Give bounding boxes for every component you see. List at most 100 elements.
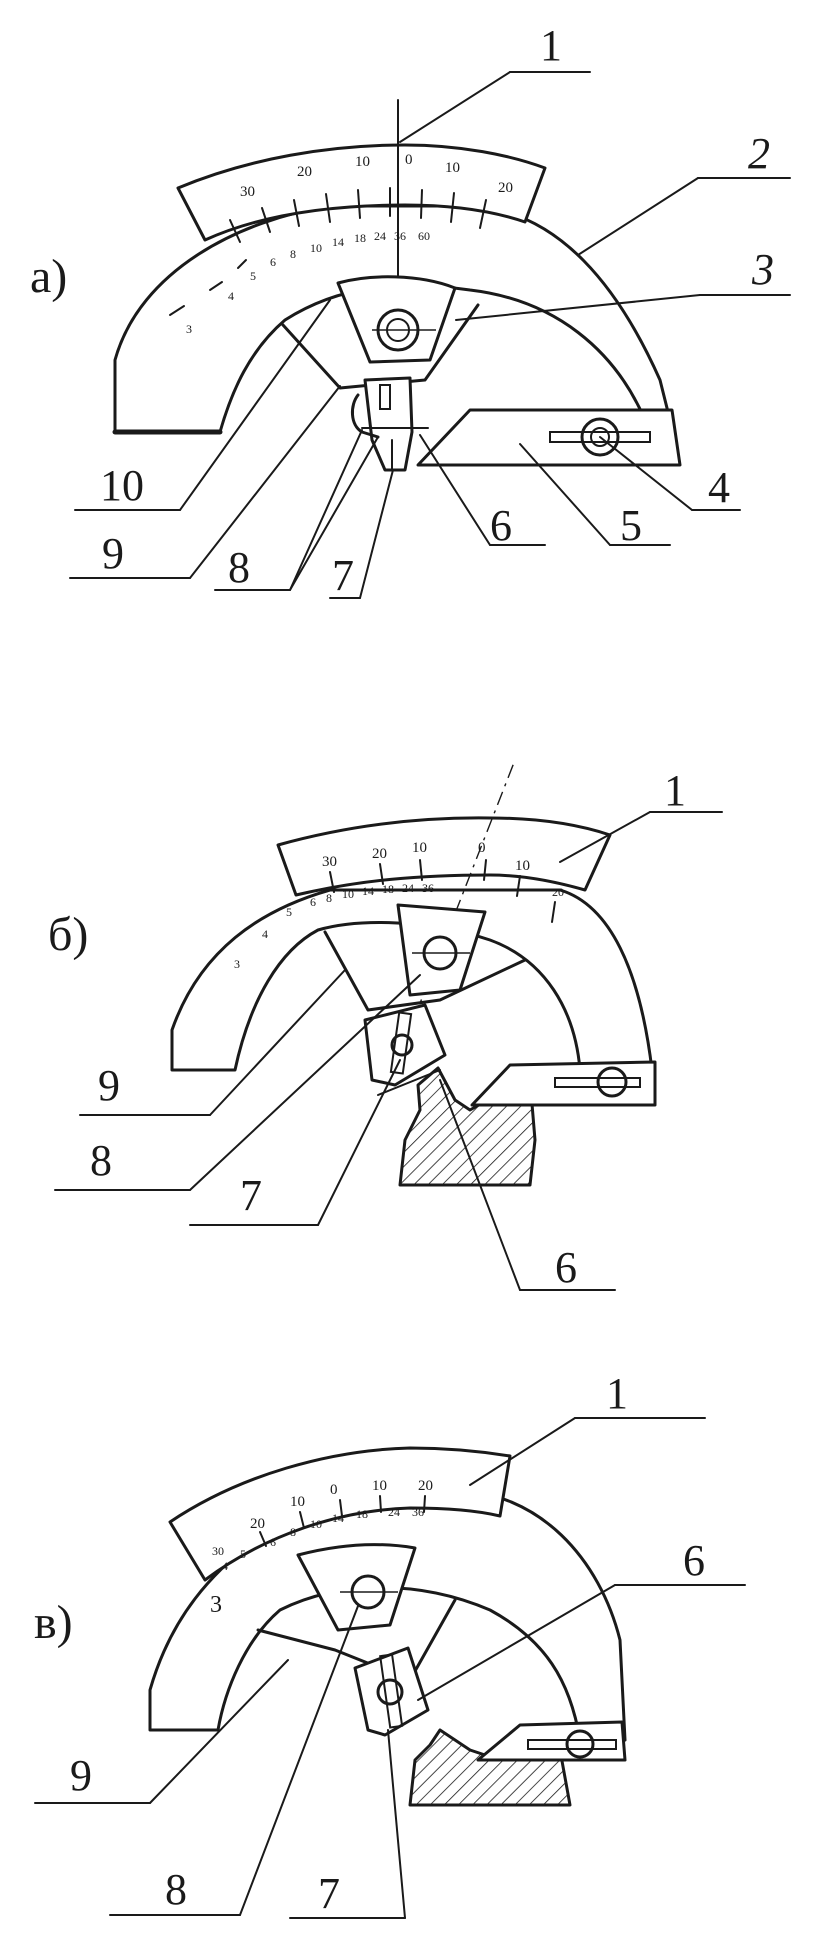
vernier-scale — [168, 1446, 512, 1582]
part-label: 1 — [540, 21, 562, 70]
tick-label: 30 — [212, 1544, 224, 1558]
tick-label: 8 — [290, 1525, 296, 1539]
main-scale-labels: 3 4 5 6 8 10 14 18 24 36 — [234, 881, 434, 971]
tick-label: 20 — [297, 164, 312, 180]
tick-label: 24 — [388, 1505, 400, 1519]
square-holder — [363, 376, 414, 472]
tick-label: 20 — [498, 180, 513, 196]
part-label: 2 — [748, 129, 770, 178]
part-label: 8 — [165, 1865, 187, 1914]
tick-label: 10 — [412, 840, 427, 856]
sector-body — [113, 204, 672, 434]
part-label: 9 — [70, 1751, 92, 1800]
tick-label: 20 — [250, 1516, 265, 1532]
tick-label: 10 — [372, 1478, 387, 1494]
part-label: 1 — [606, 1369, 628, 1418]
vernier-ticks — [229, 187, 487, 243]
tick-label: 4 — [222, 1559, 228, 1573]
tick-label: 36 — [394, 229, 406, 243]
clamp-block — [396, 903, 487, 997]
part-label: 6 — [683, 1536, 705, 1585]
leader-lines — [69, 71, 791, 599]
part-label: 3 — [210, 1592, 222, 1618]
tick-label: 5 — [240, 1547, 246, 1561]
sector-body — [170, 888, 654, 1072]
tick-label: 4 — [228, 289, 234, 303]
part-label: 7 — [240, 1171, 262, 1220]
tick-label: 0 — [405, 152, 413, 168]
tick-label: 30 — [322, 854, 337, 870]
ruler — [470, 1060, 657, 1107]
tick-label: 24 — [402, 881, 414, 895]
holder-screw-icon — [390, 1033, 414, 1057]
tick-label: 6 — [310, 895, 316, 909]
part-labels-b: 1 9 8 7 6 — [90, 766, 686, 1292]
tick-label: 14 — [332, 235, 344, 249]
part-label: 6 — [555, 1243, 577, 1292]
tick-label: 10 — [310, 1517, 322, 1531]
holder-screw-icon — [376, 1678, 404, 1706]
tick-label: 36 — [412, 1505, 424, 1519]
part-labels-a: 1 2 3 4 5 6 7 8 9 10 — [100, 21, 774, 600]
tick-label: 8 — [326, 891, 332, 905]
tick-label: 6 — [270, 1535, 276, 1549]
tick-label: 24 — [374, 229, 386, 243]
leader-lines — [34, 1417, 746, 1919]
tick-label: 20 — [418, 1478, 433, 1494]
tick-label: 10 — [290, 1494, 305, 1510]
part-label: 9 — [102, 529, 124, 578]
vernier-ticks — [259, 1495, 426, 1547]
axis-line — [391, 759, 516, 1076]
tick-label: 10 — [445, 160, 460, 176]
main-scale-ticks — [169, 259, 247, 316]
tick-label: 20 — [552, 885, 564, 899]
part-label: 8 — [90, 1136, 112, 1185]
vernier-scale — [176, 143, 547, 242]
tick-label: 10 — [515, 858, 530, 874]
inner-segment — [323, 930, 527, 1012]
part-label: 3 — [751, 245, 774, 294]
part-label: 10 — [100, 461, 144, 510]
tick-label: 18 — [382, 882, 394, 896]
part-label: 1 — [664, 766, 686, 815]
square-holder — [353, 1646, 430, 1737]
part-label: 4 — [708, 463, 730, 512]
tick-label: 5 — [250, 269, 256, 283]
view-c: в) 30 20 10 0 10 20 4 5 6 8 10 14 18 24 … — [34, 1369, 746, 1919]
tick-label: 10 — [310, 241, 322, 255]
tick-label: 4 — [262, 927, 268, 941]
tick-label: 18 — [354, 231, 366, 245]
view-a: а) 30 20 10 0 10 20 3 — [30, 21, 791, 600]
panel-label-c: в) — [34, 1596, 73, 1649]
part-labels-c: 1 6 3 9 8 7 — [70, 1369, 705, 1918]
tick-label: 3 — [234, 957, 240, 971]
main-scale-labels: 3 4 5 6 8 10 14 18 24 36 60 — [186, 229, 430, 336]
ruler-screw-icon — [580, 417, 620, 457]
tick-label: 60 — [418, 229, 430, 243]
tick-label: 0 — [330, 1482, 338, 1498]
main-scale-labels: 4 5 6 8 10 14 18 24 36 — [222, 1505, 424, 1573]
panel-label-b: б) — [48, 908, 88, 961]
vernier-ticks — [329, 859, 556, 923]
tick-label: 14 — [362, 884, 374, 898]
panel-label-a: а) — [30, 250, 67, 303]
tick-label: 8 — [290, 247, 296, 261]
clamp-block — [296, 1543, 417, 1632]
vernier-upper-labels: 30 20 10 0 10 20 — [322, 840, 564, 899]
view-b: б) 30 20 10 0 10 20 3 4 5 6 8 10 14 — [48, 759, 723, 1292]
part-label: 5 — [620, 501, 642, 550]
vernier-upper-labels: 30 20 10 0 10 20 — [240, 152, 513, 200]
tick-label: 18 — [356, 1507, 368, 1521]
square-holder — [363, 1003, 447, 1087]
tick-label: 5 — [286, 905, 292, 919]
tick-label: 36 — [422, 881, 434, 895]
tick-label: 20 — [372, 846, 387, 862]
ruler-screw-icon — [596, 1066, 628, 1098]
vernier-upper-labels: 30 20 10 0 10 20 — [212, 1478, 433, 1558]
ruler-screw-icon — [565, 1729, 595, 1759]
part-label: 7 — [318, 1869, 340, 1918]
tick-label: 10 — [342, 887, 354, 901]
tick-label: 3 — [186, 322, 192, 336]
tick-label: 30 — [240, 184, 255, 200]
